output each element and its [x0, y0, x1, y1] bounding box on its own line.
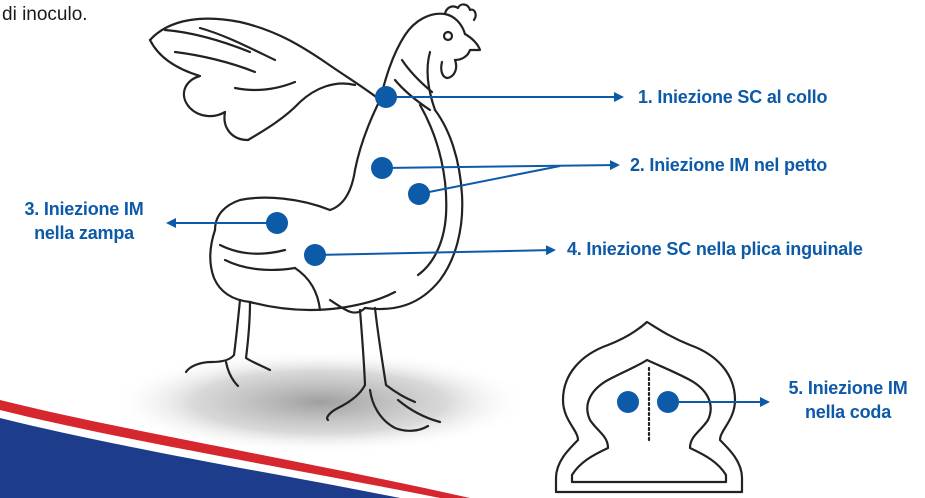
- site-dot-neck: [375, 86, 397, 108]
- label-inguinal-injection: 4. Iniezione SC nella plica inguinale: [567, 237, 863, 261]
- arrow-2b: [419, 166, 560, 194]
- arrow-2a: [383, 165, 618, 168]
- label-leg-injection: 3. Iniezione IM nella zampa: [8, 197, 160, 245]
- label-tail-line1: 5. Iniezione IM: [772, 376, 924, 400]
- intro-text: di inoculo.: [2, 4, 88, 26]
- site-dot-tail-right: [657, 391, 679, 413]
- site-dot-leg: [266, 212, 288, 234]
- site-dot-inguinal: [304, 244, 326, 266]
- label-leg-line1: 3. Iniezione IM: [8, 197, 160, 221]
- site-dot-breast-upper: [371, 157, 393, 179]
- label-tail-injection: 5. Iniezione IM nella coda: [772, 376, 924, 424]
- label-leg-line2: nella zampa: [8, 221, 160, 245]
- label-tail-line2: nella coda: [772, 400, 924, 424]
- site-dot-tail-left: [617, 391, 639, 413]
- label-breast-injection: 2. Iniezione IM nel petto: [630, 153, 827, 177]
- tail-diagram: [556, 322, 742, 492]
- site-dot-breast-lower: [408, 183, 430, 205]
- label-neck-injection: 1. Iniezione SC al collo: [638, 85, 827, 109]
